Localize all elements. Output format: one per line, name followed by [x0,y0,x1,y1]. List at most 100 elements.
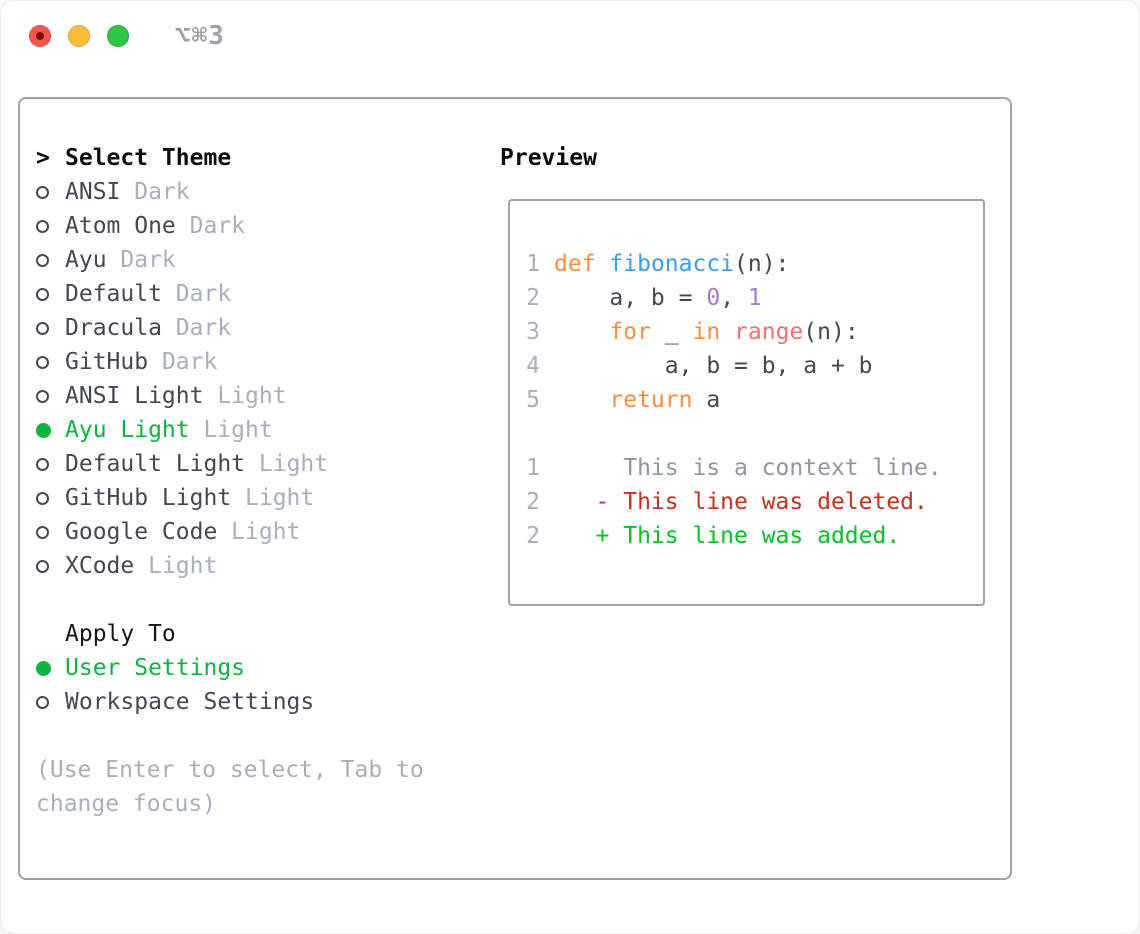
code-line [526,417,983,451]
radio-icon [36,355,49,369]
code-line: 3 for _ in range(n): [526,315,983,349]
line-number: 1 [526,455,540,481]
radio-selected-icon [36,422,51,438]
code-token: a [692,387,721,413]
radio-icon [36,695,49,709]
theme-item[interactable]: GitHub Light Light [36,481,490,515]
radio-icon [36,185,49,199]
apply-to-header-row: Apply To [36,617,490,651]
theme-item[interactable]: XCode Light [36,549,490,583]
code-token: fibonacci [609,251,735,277]
radio-icon [36,287,49,301]
radio-icon [36,219,49,233]
apply-option[interactable]: User Settings [36,651,490,685]
line-number: 2 [526,523,540,549]
theme-variant: Light [231,519,301,545]
code-token: range [734,319,804,345]
theme-name: Default [65,281,176,307]
theme-variant: Dark [161,349,218,375]
code-line: 2 + This line was added. [526,519,983,553]
code-token: - This line was deleted. [554,489,928,515]
theme-name: Dracula [65,315,176,341]
theme-variant: Light [245,485,315,511]
select-theme-header-row: > Select Theme [36,141,490,175]
minimize-button-icon[interactable] [68,25,90,47]
line-number: 4 [526,353,540,379]
theme-item[interactable]: ANSI Light Light [36,379,490,413]
traffic-lights [29,25,129,47]
code-token: This is a context line. [554,455,942,481]
radio-icon [36,525,49,539]
radio-icon [36,321,49,335]
theme-name: Atom One [65,213,190,239]
theme-variant: Light [217,383,287,409]
spacer [36,583,490,617]
line-number: 1 [526,251,540,277]
theme-name: GitHub Light [65,485,246,511]
code-token: (n): [734,251,790,277]
radio-icon [36,253,49,267]
preview-header-row: Preview [490,141,1010,175]
line-number: 2 [526,489,540,515]
radio-icon [36,389,49,403]
theme-variant: Light [148,553,218,579]
theme-name: XCode [65,553,149,579]
radio-icon [36,457,49,471]
apply-option-label: User Settings [65,655,246,681]
theme-variant: Dark [189,213,246,239]
radio-icon [36,559,49,573]
theme-item[interactable]: Ayu Dark [36,243,490,277]
theme-item[interactable]: Atom One Dark [36,209,490,243]
code-token: a, b = [554,285,707,311]
theme-item[interactable]: Default Dark [36,277,490,311]
line-number: 3 [526,319,540,345]
apply-option-label: Workspace Settings [65,689,315,715]
theme-variant: Dark [120,247,176,273]
line-number: 5 [526,387,540,413]
titlebar: ⌥⌘3 [0,0,1140,72]
code-token [554,387,609,413]
theme-name: Ayu Light [65,417,204,443]
theme-name: ANSI Light [65,383,218,409]
keyboard-hint: (Use Enter to select, Tab to change focu… [36,757,424,817]
apply-option[interactable]: Workspace Settings [36,685,490,719]
code-token: for [609,319,651,345]
theme-item[interactable]: GitHub Dark [36,345,490,379]
code-token: _ [650,319,693,345]
theme-variant: Dark [175,281,232,307]
theme-name: Google Code [65,519,232,545]
code-line: 4 a, b = b, a + b [526,349,983,383]
code-token: (n): [803,319,859,345]
code-line: 5 return a [526,383,983,417]
code-token: 0 [706,285,721,311]
radio-icon [36,491,49,505]
theme-item[interactable]: Default Light Light [36,447,490,481]
theme-name: Default Light [65,451,259,477]
code-token [554,319,609,345]
code-token: a, b = b, a + b [554,353,873,379]
theme-variant: Dark [134,179,190,205]
code-token: return [609,387,693,413]
theme-name: GitHub [65,349,162,375]
zoom-button-icon[interactable] [107,25,129,47]
theme-item[interactable]: ANSI Dark [36,175,490,209]
theme-item[interactable]: Ayu Light Light [36,413,490,447]
close-button-icon[interactable] [29,25,51,47]
radio-selected-icon [36,660,51,676]
code-line: 2 a, b = 0, 1 [526,281,983,315]
window-title-shortcut: ⌥⌘3 [175,21,225,51]
theme-item[interactable]: Google Code Light [36,515,490,549]
line-number: 2 [526,285,540,311]
theme-variant: Light [258,451,329,477]
theme-item[interactable]: Dracula Dark [36,311,490,345]
code-token: 1 [747,285,762,311]
theme-variant: Light [203,417,273,443]
